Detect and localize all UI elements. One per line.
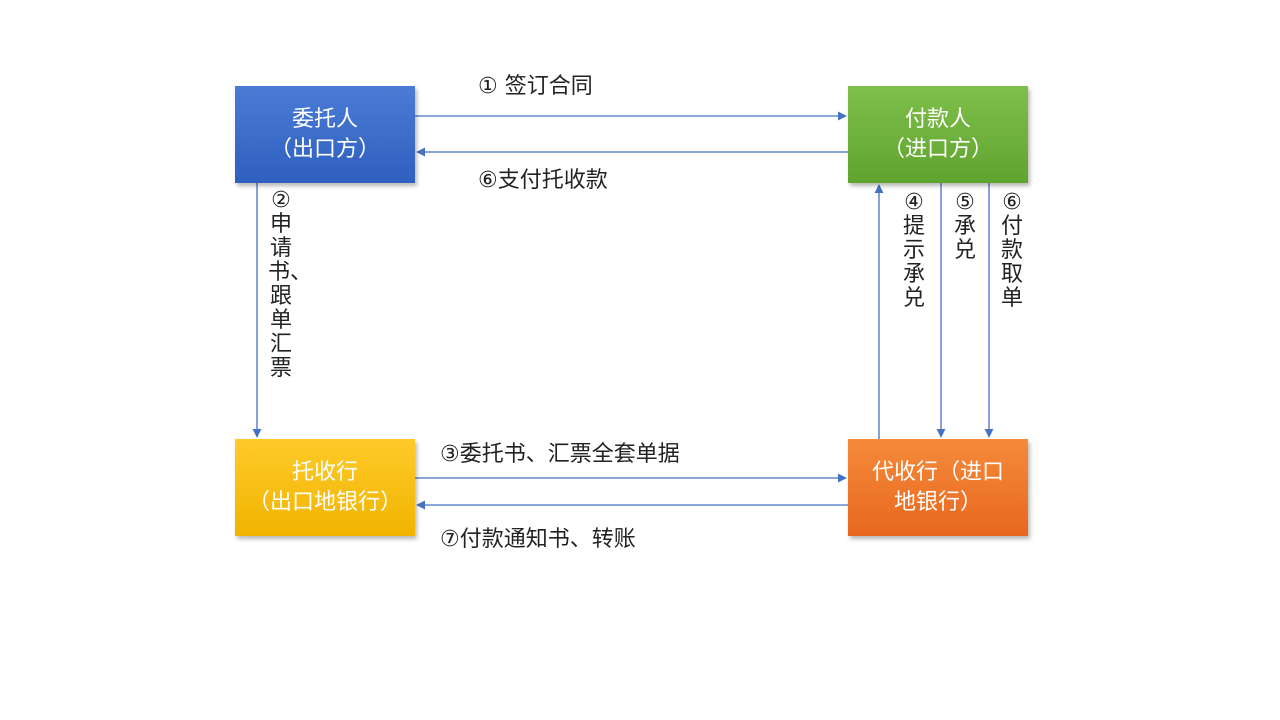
step5-label: ⑤承兑 — [953, 190, 976, 263]
step6-take-label: ⑥付款取单 — [1000, 190, 1023, 311]
entruster-role: （出口方） — [269, 136, 380, 162]
step3-label: ③委托书、汇票全套单据 — [440, 442, 680, 467]
payer-role: （进口方） — [882, 136, 993, 162]
payer-name: 付款人 — [904, 106, 971, 132]
step4-label: ④提示承兑 — [902, 190, 925, 311]
collecting-bank-node: 代收行（进口 地银行） — [848, 439, 1028, 536]
remitting-bank-name: 托收行 — [291, 459, 358, 485]
step1-label: ① 签订合同 — [478, 74, 593, 99]
step6-pay-label: ⑥支付托收款 — [478, 168, 608, 193]
collecting-bank-name-line1: 代收行（进口 — [871, 459, 1004, 485]
remitting-bank-role: （出口地银行） — [247, 489, 402, 515]
collecting-bank-name-line2: 地银行） — [893, 489, 982, 515]
remitting-bank-node: 托收行 （出口地银行） — [235, 439, 415, 536]
step2-label: ②申请书、跟单汇票 — [268, 188, 313, 381]
entruster-node: 委托人 （出口方） — [235, 86, 415, 183]
entruster-name: 委托人 — [291, 106, 358, 132]
step7-label: ⑦付款通知书、转账 — [440, 527, 636, 552]
payer-node: 付款人 （进口方） — [848, 86, 1028, 183]
